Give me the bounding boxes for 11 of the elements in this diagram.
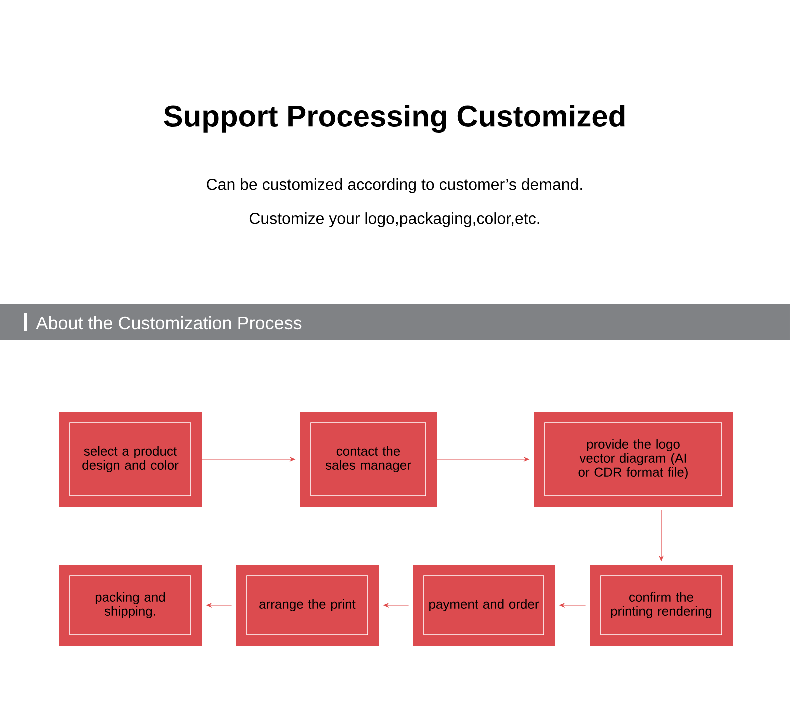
subtitle: Customize your logo,packaging,color,etc. xyxy=(250,212,540,228)
process-box: contact the sales manager xyxy=(300,412,437,507)
title: Support Processing Customized xyxy=(164,104,625,134)
process-box: provide the logo vector diagram (AI or CDR format file) xyxy=(534,412,733,507)
process-box: confirm the printing rendering xyxy=(590,565,733,646)
process-box: packing and shipping. xyxy=(59,565,202,646)
section-header: About the Customization Process xyxy=(0,304,790,340)
process-box: select a product design and color xyxy=(59,412,202,507)
process-box: payment and order xyxy=(413,565,555,646)
subtitle: Can be customized according to customer’s demand. xyxy=(207,178,582,194)
process-box: arrange the print xyxy=(236,565,379,646)
